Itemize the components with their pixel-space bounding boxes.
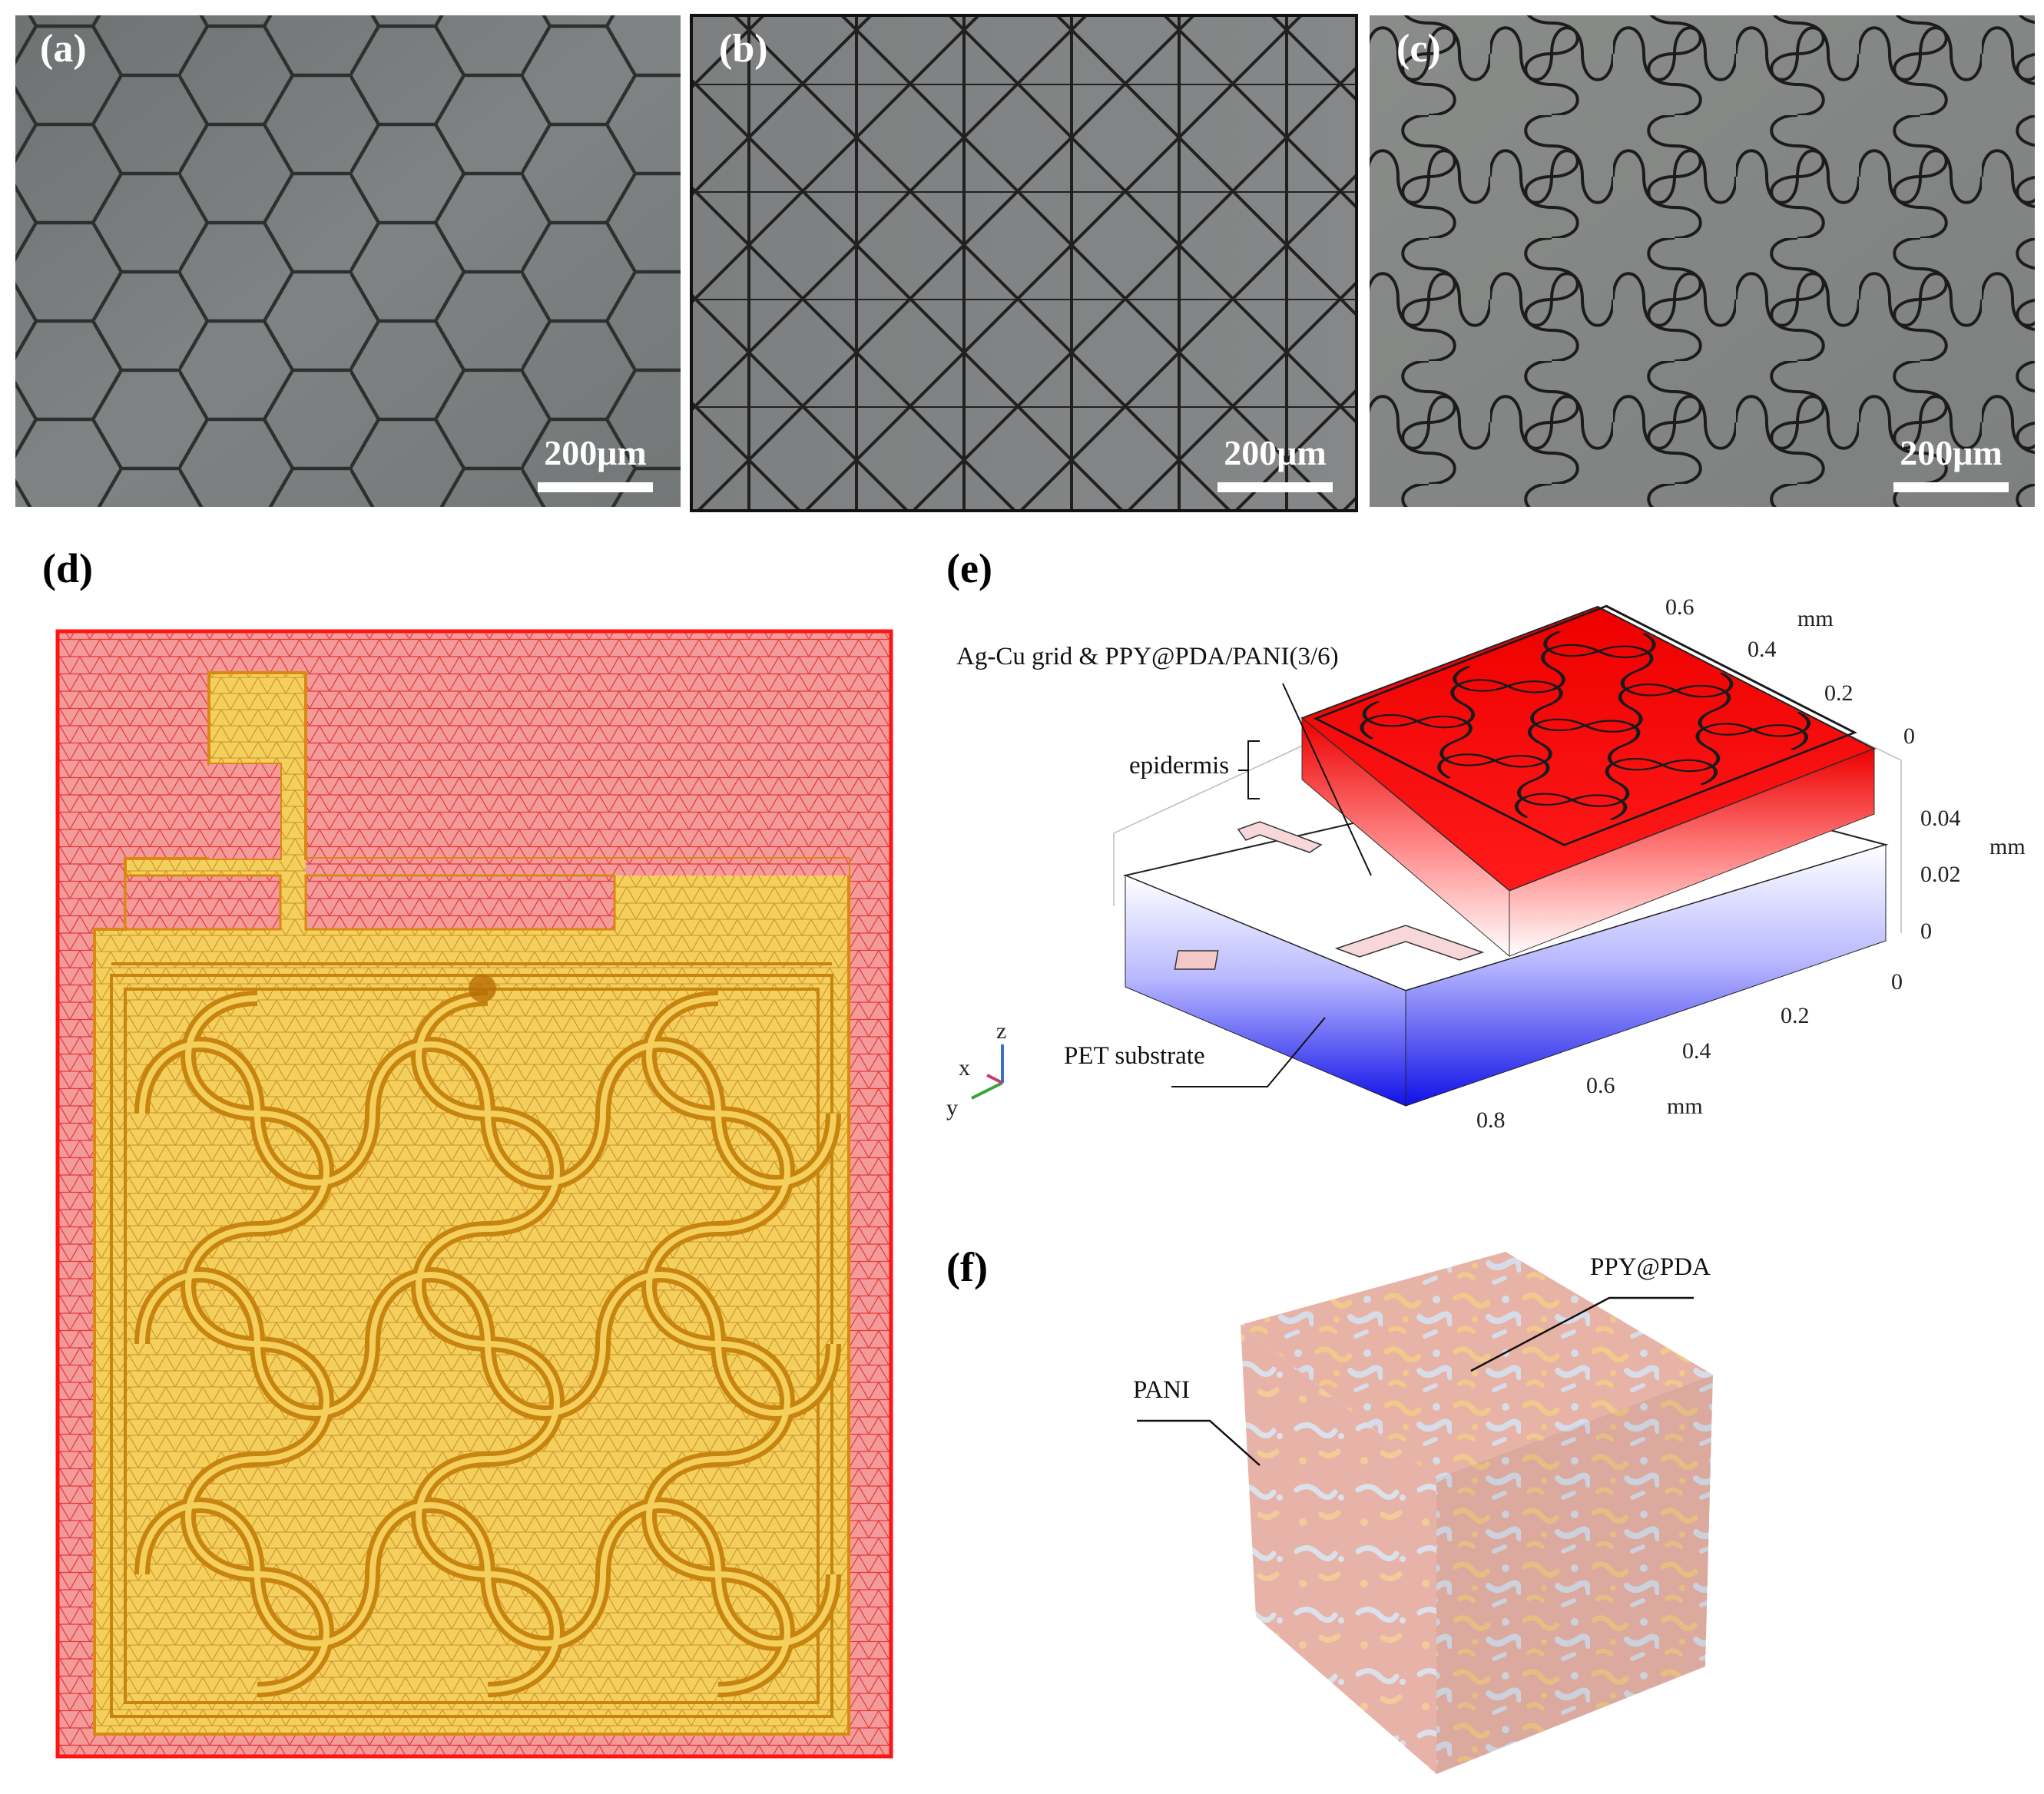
triad-y: y [946,1095,958,1120]
tick-top-0: 0 [1903,723,1915,749]
serpentine-segment-core [139,1456,376,1693]
heat-serpentine-frame [1313,604,1857,846]
label-ppy-pda: PPY@PDA [1590,1253,1711,1281]
panel-a: 200μm (a) [15,15,681,507]
mesh-yellow-right-bar [615,859,849,875]
bottom-axis-ticks: 0 0.2 0.4 0.6 0.8 mm [1476,969,1903,1133]
panel-d: (d) [42,545,893,1759]
panel-label-a: (a) [40,27,87,71]
cube-right-face [1436,1375,1713,1774]
heat-serpentine-segment [1437,740,1552,781]
leader-ppy-pda [1470,1296,1694,1372]
scale-bar-b [1217,482,1333,492]
leader-ag-cu-grid [1282,683,1372,876]
tick-top-0.2: 0.2 [1824,680,1854,706]
label-pet-substrate: PET substrate [1064,1042,1205,1070]
mesh-tab-cutout [209,764,280,859]
panel-f: (f) PPY@PDA PANI [946,1244,1713,1774]
tick-top-0.6: 0.6 [1665,594,1694,620]
mesh-red-slot-left [124,874,282,931]
scale-label-b: 200μm [1224,433,1326,472]
tick-z-0.02: 0.02 [1920,862,1961,887]
serpentine-segment-core [369,1226,606,1462]
panel-c: 200μm (c) [1370,15,2035,507]
tick-bottom-0: 0 [1891,969,1903,995]
heat-layer-serpentine [1313,604,1857,846]
serpentine-segment-core [369,1456,606,1693]
heat-serpentine-segment [1605,744,1721,786]
cube-left-shade [1241,1325,1436,1774]
panel-label-f: (f) [946,1244,988,1290]
unit-top: mm [1797,606,1834,631]
mesh-serpentine-conductor [134,991,841,1697]
scale-bar-a [538,482,653,492]
scale-label-a: 200μm [544,433,646,472]
serpentine-segment-core [600,995,836,1232]
serpentine-segment-core [139,995,376,1232]
serpentine-segment-core [139,1226,376,1462]
panel-label-d: (d) [42,545,93,591]
cube-right-shade [1436,1375,1713,1774]
heat-serpentine-segment [1618,670,1734,711]
cube-top-face [1241,1252,1713,1478]
cube-left-face [1241,1325,1436,1774]
panel-label-b: (b) [719,27,768,71]
electrode-pad-square [1174,950,1219,970]
serpentine-segment-core [600,1226,836,1462]
label-epidermis: epidermis [1129,752,1229,779]
panel-b: 200μm (b) [690,14,1358,512]
tick-bottom-0.8: 0.8 [1476,1107,1506,1133]
coordinate-triad: z x y [946,1018,1006,1120]
scale-bar-c [1893,482,2009,492]
heat-serpentine-segment [1360,700,1476,742]
diagonal-grid [691,15,1357,511]
serpentine-segment-core [369,995,606,1232]
mesh-red-slot-center [304,874,616,931]
heat-serpentine-segment [1514,779,1630,821]
panel-b-frame [690,14,1358,512]
epidermis-brace [1238,740,1260,799]
heat-layer-right [1509,748,1875,957]
hexagon-grid [15,15,681,507]
heat-serpentine-segment [1450,665,1565,707]
heat-serpentine-segment [1527,705,1643,746]
tick-top-0.4: 0.4 [1748,637,1777,662]
tick-bottom-0.4: 0.4 [1682,1038,1711,1064]
electrode-pad-small [1237,821,1323,853]
unit-bottom: mm [1667,1094,1703,1119]
pet-substrate-right [1405,844,1887,1107]
mesh-refinement-point [469,975,496,1002]
top-axis-ticks: 0.6 0.4 0.2 0 mm [1665,594,1915,749]
panel-label-c: (c) [1396,27,1441,71]
label-pani: PANI [1133,1376,1190,1404]
unit-z: mm [1989,834,2026,859]
serpentine-grid [1370,15,2035,507]
tick-z-0.04: 0.04 [1920,806,1961,831]
label-ag-cu-grid: Ag-Cu grid & PPY@PDA/PANI(3/6) [956,643,1339,670]
panel-label-e: (e) [946,545,992,591]
z-axis-ticks: 0.04 0.02 0 mm [1920,806,2026,944]
tick-z-0: 0 [1920,919,1932,944]
tick-bottom-0.6: 0.6 [1586,1073,1615,1098]
heat-serpentine-segment [1541,631,1656,672]
triad-z: z [996,1018,1006,1044]
triad-x: x [959,1055,970,1081]
heat-serpentine-segment [1695,709,1811,750]
leader-pani [1137,1419,1261,1466]
panel-e: (e) Ag-Cu grid & PPY@PDA/PANI(3/6) epide… [946,545,2026,1133]
serpentine-segment-core [600,1456,836,1693]
mesh-red-slot-right [306,859,615,875]
tick-bottom-0.2: 0.2 [1781,1003,1810,1028]
leader-pet-substrate [1171,1017,1326,1087]
electrode-pad-large [1334,925,1485,961]
scale-label-c: 200μm [1900,433,2002,472]
